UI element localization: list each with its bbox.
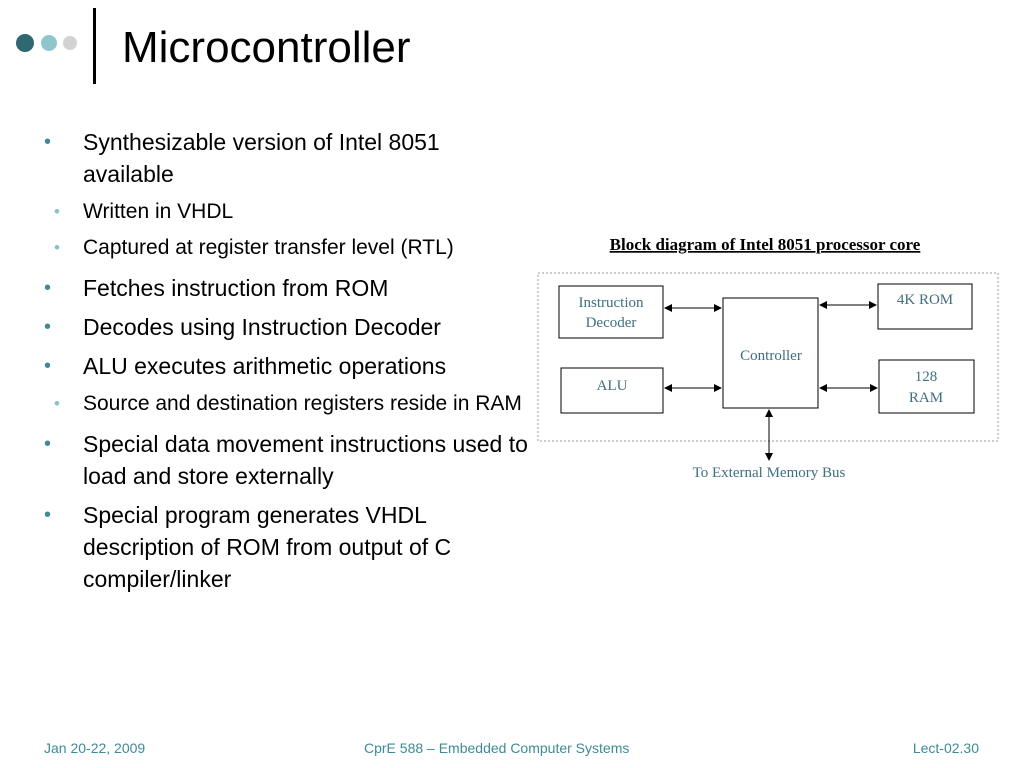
decorative-dots-icon xyxy=(16,34,88,54)
decoder-label-1: Instruction xyxy=(579,295,644,311)
bullet-marker: • xyxy=(44,131,52,153)
dot-dark xyxy=(16,34,34,52)
external-bus-label: To External Memory Bus xyxy=(693,465,846,481)
bullet-marker: • xyxy=(44,433,52,455)
controller-label: Controller xyxy=(740,348,802,364)
bullet-text: ALU executes arithmetic operations xyxy=(83,353,447,379)
sub-bullet-item: • Written in VHDL xyxy=(0,197,534,227)
ram-label-2: RAM xyxy=(909,390,943,406)
bullet-item: • Decodes using Instruction Decoder xyxy=(44,311,534,343)
diagram-title: Block diagram of Intel 8051 processor co… xyxy=(610,235,921,254)
alu-label: ALU xyxy=(597,378,628,394)
sub-bullet-item: • Source and destination registers resid… xyxy=(0,389,534,419)
bullet-marker: • xyxy=(44,504,52,526)
bullet-text: Special program generates VHDL descripti… xyxy=(83,502,452,592)
decoder-label-2: Decoder xyxy=(586,315,637,331)
footer-course: CprE 588 – Embedded Computer Systems xyxy=(364,740,630,756)
title-divider xyxy=(93,8,96,84)
bullet-marker: • xyxy=(44,277,52,299)
bullet-list: • Synthesizable version of Intel 8051 av… xyxy=(44,126,534,602)
page-title: Microcontroller xyxy=(122,23,411,72)
block-diagram: Block diagram of Intel 8051 processor co… xyxy=(537,235,999,481)
rom-block xyxy=(877,283,973,330)
alu-block xyxy=(560,367,664,414)
ram-block xyxy=(878,359,975,414)
footer-date: Jan 20-22, 2009 xyxy=(44,740,146,756)
rom-label: 4K ROM xyxy=(897,292,953,308)
ram-label-1: 128 xyxy=(915,369,938,385)
sub-bullet-marker: • xyxy=(54,394,60,413)
bullet-text: Special data movement instructions used … xyxy=(83,431,528,489)
sub-bullet-marker: • xyxy=(54,238,60,257)
instruction-decoder-block xyxy=(558,285,664,339)
sub-bullet-marker: • xyxy=(54,202,60,221)
dot-light xyxy=(63,36,77,50)
bullet-marker: • xyxy=(44,355,52,377)
footer-lecture: Lect-02.30 xyxy=(912,740,979,756)
bullet-item: • Special program generates VHDL descrip… xyxy=(44,499,534,595)
bullet-text: Synthesizable version of Intel 8051 avai… xyxy=(83,129,440,187)
bullet-item: • Fetches instruction from ROM xyxy=(44,272,534,304)
sub-bullet-text: Source and destination registers reside … xyxy=(83,392,522,415)
controller-block xyxy=(722,297,819,409)
sub-bullet-text: Written in VHDL xyxy=(83,200,234,223)
bullet-item: • ALU executes arithmetic operations xyxy=(44,350,534,382)
bullet-text: Decodes using Instruction Decoder xyxy=(83,314,441,340)
sub-bullet-item: • Captured at register transfer level (R… xyxy=(0,233,534,263)
bullet-text: Fetches instruction from ROM xyxy=(83,275,389,301)
bullet-item: • Synthesizable version of Intel 8051 av… xyxy=(44,126,534,190)
bullet-marker: • xyxy=(44,316,52,338)
sub-bullet-text: Captured at register transfer level (RTL… xyxy=(83,236,454,259)
bullet-item: • Special data movement instructions use… xyxy=(44,428,534,492)
dot-mid xyxy=(41,35,57,51)
